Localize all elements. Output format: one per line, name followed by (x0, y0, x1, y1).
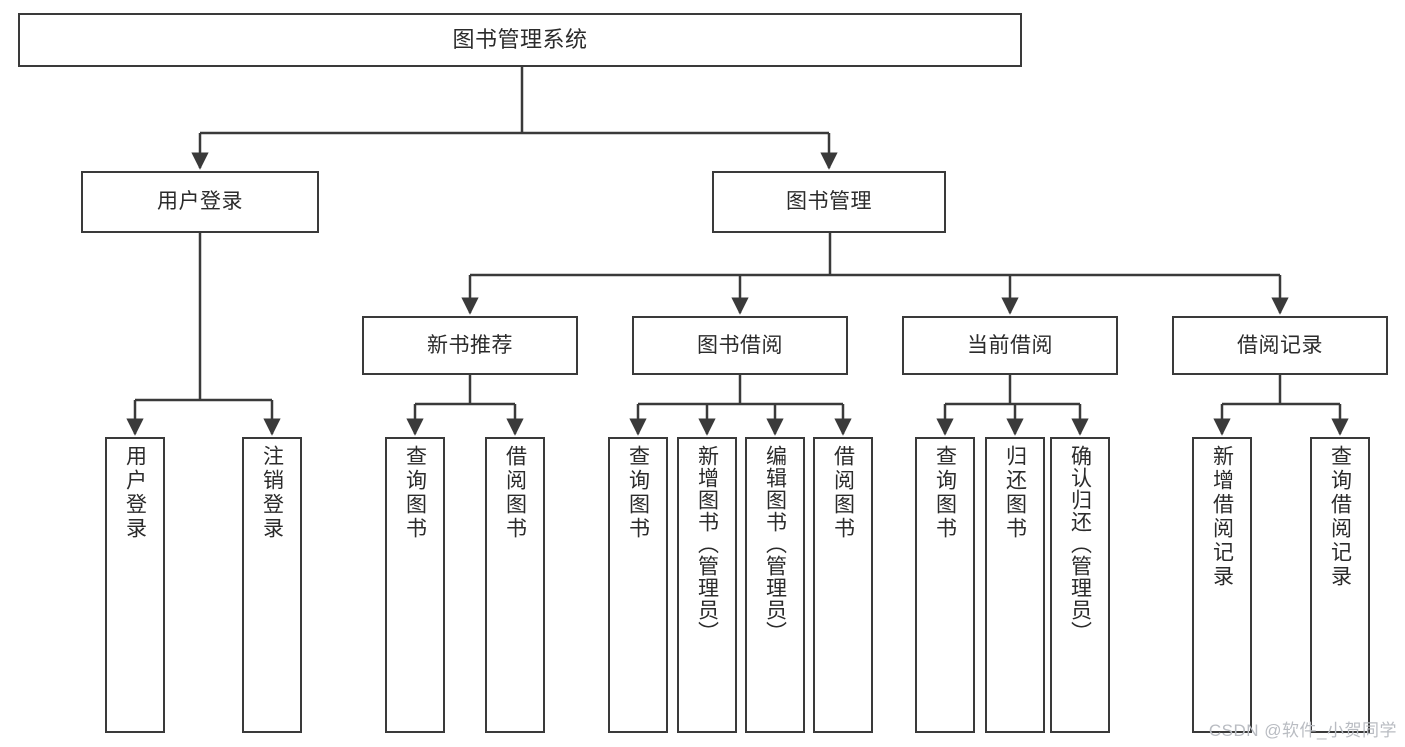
node-label: 归还图书 (1003, 445, 1027, 541)
node-leaf-borrow-edit[interactable]: 编辑图书（管理员） (745, 437, 805, 733)
node-label: 图书管理系统 (452, 26, 588, 52)
node-leaf-current-return[interactable]: 归还图书 (985, 437, 1045, 733)
node-label: 用户登录 (123, 445, 147, 541)
node-label: 查询图书 (626, 445, 650, 541)
node-user-login[interactable]: 用户登录 (81, 171, 319, 233)
node-label: 借阅记录 (1237, 333, 1323, 357)
node-book-borrow[interactable]: 图书借阅 (632, 316, 848, 375)
node-label: 新增借阅记录 (1210, 445, 1234, 589)
csdn-watermark: CSDN @软件_小贺同学 (1208, 721, 1397, 740)
node-label: 用户登录 (157, 190, 243, 214)
node-label: 借阅图书 (503, 445, 527, 541)
node-label: 借阅图书 (831, 445, 855, 541)
node-label: 查询图书 (403, 445, 427, 541)
node-root[interactable]: 图书管理系统 (18, 13, 1022, 67)
node-leaf-borrow-add[interactable]: 新增图书（管理员） (677, 437, 737, 733)
node-leaf-current-confirm[interactable]: 确认归还（管理员） (1050, 437, 1110, 733)
node-leaf-current-query[interactable]: 查询图书 (915, 437, 975, 733)
node-leaf-user-login[interactable]: 用户登录 (105, 437, 165, 733)
node-label: 图书借阅 (697, 333, 783, 357)
node-leaf-borrow-query[interactable]: 查询图书 (608, 437, 668, 733)
node-label: 注销登录 (260, 445, 284, 541)
node-label: 编辑图书（管理员） (763, 445, 787, 643)
node-label: 查询图书 (933, 445, 957, 541)
node-leaf-recommend-query[interactable]: 查询图书 (385, 437, 445, 733)
node-borrow-record[interactable]: 借阅记录 (1172, 316, 1388, 375)
node-label: 当前借阅 (967, 333, 1053, 357)
node-leaf-record-query[interactable]: 查询借阅记录 (1310, 437, 1370, 733)
node-current-borrow[interactable]: 当前借阅 (902, 316, 1118, 375)
node-leaf-recommend-borrow[interactable]: 借阅图书 (485, 437, 545, 733)
node-label: 确认归还（管理员） (1068, 445, 1092, 643)
node-label: 新增图书（管理员） (695, 445, 719, 643)
node-label: 图书管理 (786, 190, 872, 214)
node-leaf-user-logout[interactable]: 注销登录 (242, 437, 302, 733)
node-new-book-recommend[interactable]: 新书推荐 (362, 316, 578, 375)
node-leaf-borrow-do[interactable]: 借阅图书 (813, 437, 873, 733)
node-label: 新书推荐 (427, 333, 513, 357)
node-book-manage[interactable]: 图书管理 (712, 171, 946, 233)
node-label: 查询借阅记录 (1328, 445, 1352, 589)
node-leaf-record-add[interactable]: 新增借阅记录 (1192, 437, 1252, 733)
